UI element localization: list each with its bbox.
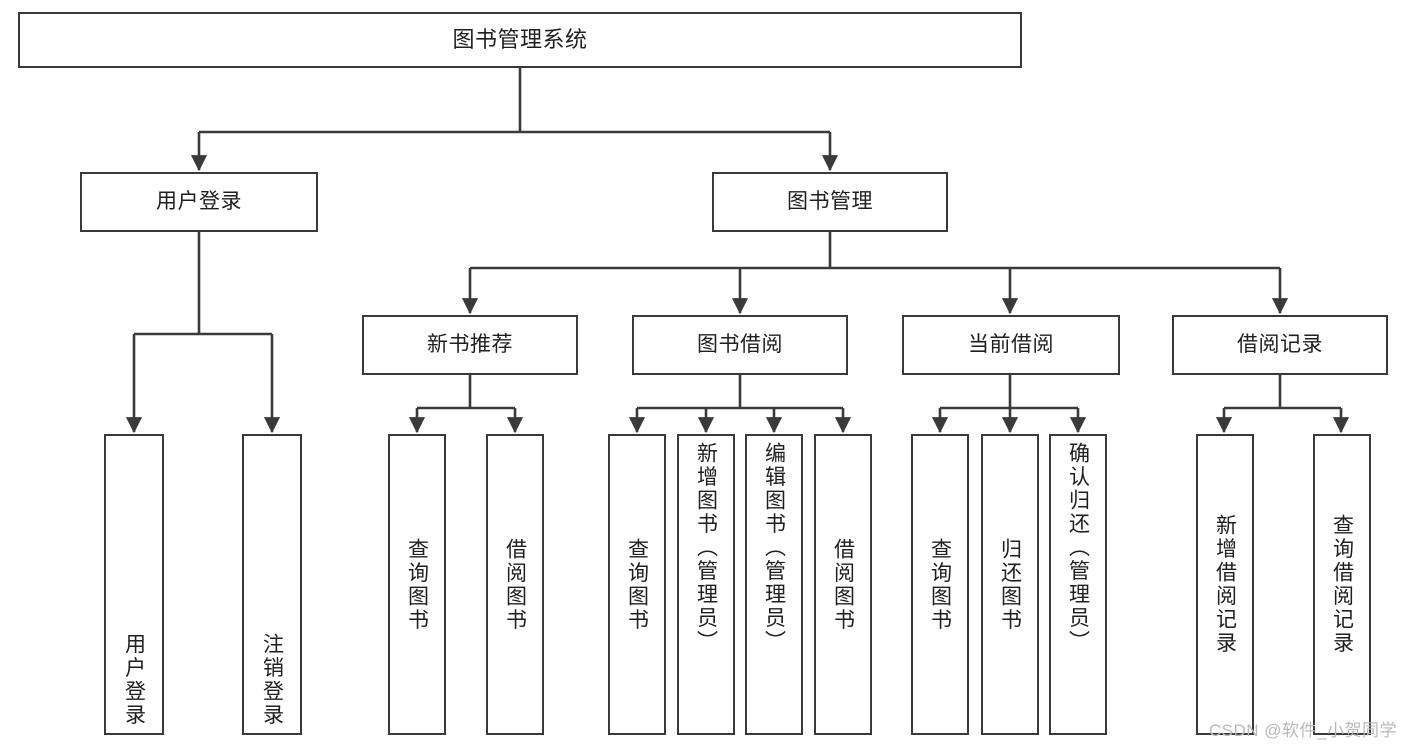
node-borrow-record-label: 借阅记录	[1237, 332, 1323, 356]
node-leaf-add-record[interactable]: 新增借阅记录	[1196, 434, 1254, 735]
node-leaf-confirm-return-label: 确认归还（管理员）	[1066, 442, 1090, 654]
node-leaf-query-book-3-label: 查询图书	[928, 537, 952, 632]
node-book-manage-label: 图书管理	[787, 189, 873, 213]
node-leaf-query-book-1[interactable]: 查询图书	[388, 434, 446, 735]
node-leaf-user-login[interactable]: 用户登录	[104, 434, 164, 735]
node-current-borrow-label: 当前借阅	[968, 332, 1054, 356]
node-leaf-query-book-2[interactable]: 查询图书	[608, 434, 666, 735]
node-leaf-query-book-3[interactable]: 查询图书	[911, 434, 969, 735]
node-leaf-query-book-1-label: 查询图书	[405, 537, 429, 632]
node-leaf-logout-login[interactable]: 注销登录	[242, 434, 302, 735]
node-leaf-add-record-label: 新增借阅记录	[1213, 514, 1237, 655]
node-leaf-query-record[interactable]: 查询借阅记录	[1313, 434, 1371, 735]
node-book-manage[interactable]: 图书管理	[712, 172, 948, 232]
watermark: CSDN @软件_小贺同学	[1208, 721, 1397, 740]
node-leaf-borrow-book-2-label: 借阅图书	[831, 537, 855, 632]
node-leaf-borrow-book-1-label: 借阅图书	[503, 537, 527, 632]
node-leaf-confirm-return[interactable]: 确认归还（管理员）	[1049, 434, 1107, 735]
node-new-book-recommend[interactable]: 新书推荐	[362, 315, 578, 375]
node-root[interactable]: 图书管理系统	[18, 12, 1022, 68]
node-leaf-user-login-label: 用户登录	[122, 633, 146, 727]
node-leaf-return-book-label: 归还图书	[998, 537, 1022, 632]
node-user-login-label: 用户登录	[156, 189, 242, 213]
node-leaf-query-record-label: 查询借阅记录	[1330, 514, 1354, 655]
node-leaf-query-book-2-label: 查询图书	[625, 537, 649, 632]
node-leaf-return-book[interactable]: 归还图书	[981, 434, 1039, 735]
node-user-login[interactable]: 用户登录	[80, 172, 318, 232]
node-current-borrow[interactable]: 当前借阅	[902, 315, 1120, 375]
node-leaf-logout-login-label: 注销登录	[260, 633, 284, 727]
node-leaf-add-book[interactable]: 新增图书（管理员）	[677, 434, 735, 735]
node-leaf-edit-book-label: 编辑图书（管理员）	[762, 442, 786, 654]
node-leaf-edit-book[interactable]: 编辑图书（管理员）	[745, 434, 803, 735]
node-book-borrow-label: 图书借阅	[697, 332, 783, 356]
node-leaf-borrow-book-1[interactable]: 借阅图书	[486, 434, 544, 735]
node-leaf-borrow-book-2[interactable]: 借阅图书	[814, 434, 872, 735]
node-book-borrow[interactable]: 图书借阅	[632, 315, 848, 375]
node-leaf-add-book-label: 新增图书（管理员）	[694, 442, 718, 654]
node-borrow-record[interactable]: 借阅记录	[1172, 315, 1388, 375]
node-new-book-recommend-label: 新书推荐	[427, 332, 513, 356]
node-root-label: 图书管理系统	[452, 27, 588, 53]
